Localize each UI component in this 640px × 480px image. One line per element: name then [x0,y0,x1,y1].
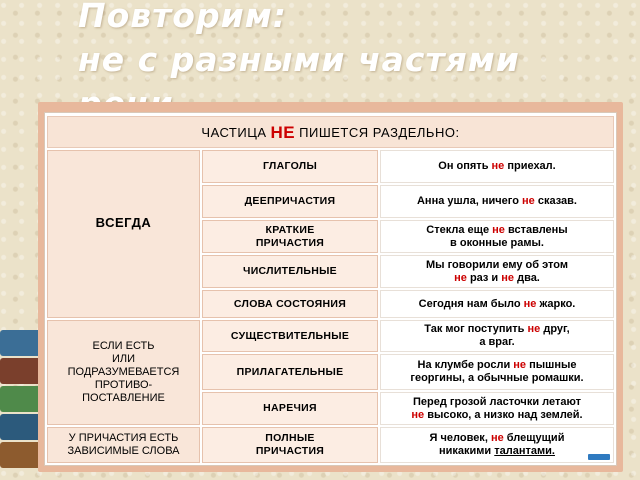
title-line-2: не с разными частями [78,40,520,79]
group-contrast-line-2: ИЛИ [111,353,136,365]
category-full-participles-line-2: ПРИЧАСТИЯ [255,445,325,457]
rule-table: ЧАСТИЦА НЕ ПИШЕТСЯ РАЗДЕЛЬНО: ВСЕГДА ЕСЛ… [45,113,616,465]
example-adverbial-participles: Анна ушла, ничего не сказав. [380,185,614,218]
particle-ne: не [522,195,535,207]
particle-ne: не [501,271,515,284]
example-state-words: Сегодня нам было не жарко. [380,290,614,318]
example-text: Сегодня нам было [418,297,521,310]
title-line-1: Повторим: [78,0,287,35]
category-adverbs: НАРЕЧИЯ [202,392,378,425]
example-text: жарко. [539,297,576,310]
example-text: Стекла еще [426,223,490,236]
group-contrast: ЕСЛИ ЕСТЬ ИЛИ ПОДРАЗУМЕВАЕТСЯ ПРОТИВО- П… [47,320,200,425]
header-text-post: ПИШЕТСЯ РАЗДЕЛЬНО: [299,124,460,140]
category-state-words: СЛОВА СОСТОЯНИЯ [202,290,378,318]
category-short-participles-line-2: ПРИЧАСТИЯ [255,236,325,249]
example-text: сказав. [537,195,577,207]
particle-ne: не [491,160,505,172]
example-text: На клумбе росли [417,359,511,371]
example-text: Он опять [438,160,489,172]
example-text: пышные [529,359,577,371]
nav-arrow-icon[interactable] [588,454,610,460]
example-adverbs: Перед грозой ласточки летают не высоко, … [380,392,614,425]
group-always: ВСЕГДА [47,150,200,318]
group-participle: У ПРИЧАСТИЯ ЕСТЬ ЗАВИСИМЫЕ СЛОВА [47,427,200,463]
example-full-participles: Я человек, не блещущий никакими талантам… [380,427,614,463]
example-text: Мы говорили ему об этом [426,258,568,271]
category-full-participles: ПОЛНЫЕ ПРИЧАСТИЯ [202,427,378,463]
category-nouns: СУЩЕСТВИТЕЛЬНЫЕ [202,320,378,352]
example-text: Перед грозой ласточки летают [413,395,581,408]
particle-ne: не [492,223,505,236]
category-numerals: ЧИСЛИТЕЛЬНЫЕ [202,255,378,288]
example-text: блещущий [506,432,565,444]
particle-ne: не [523,297,537,310]
example-verbs: Он опять не приехал. [380,150,614,183]
particle-ne: не [454,271,467,284]
group-contrast-line-5: ПОСТАВЛЕНИЕ [82,392,165,404]
example-text: Анна ушла, ничего [416,195,519,207]
example-numerals: Мы говорили ему об этом не раз и не два. [380,255,614,288]
particle-ne: не [411,408,425,421]
group-participle-line-2: ЗАВИСИМЫЕ СЛОВА [67,445,180,457]
category-short-participles: КРАТКИЕ ПРИЧАСТИЯ [202,220,378,253]
group-contrast-line-4: ПРОТИВО- [94,379,153,391]
example-text: Я человек, [429,432,488,444]
particle-ne: не [527,323,541,335]
group-always-label: ВСЕГДА [95,215,152,230]
example-short-participles: Стекла еще не вставлены в оконные рамы. [380,220,614,253]
example-text: друг, [543,323,570,335]
example-text: высоко, а низко над землей. [427,408,583,421]
example-text: Так мог поступить [424,323,525,335]
example-text: два. [517,271,540,284]
example-nouns: Так мог поступить не друг, а враг. [380,320,614,352]
example-text: георгины, а обычные ромашки. [410,372,584,384]
example-text: никакими [439,445,492,457]
example-text: в оконные рамы. [450,236,544,249]
table-header: ЧАСТИЦА НЕ ПИШЕТСЯ РАЗДЕЛЬНО: [47,116,614,148]
example-text: а враг. [479,336,515,348]
category-adjectives: ПРИЛАГАТЕЛЬНЫЕ [202,354,378,390]
particle-ne: не [490,432,504,444]
group-participle-line-1: У ПРИЧАСТИЯ ЕСТЬ [68,432,179,444]
group-contrast-line-3: ПОДРАЗУМЕВАЕТСЯ [67,366,180,378]
category-adverbial-participles: ДЕЕПРИЧАСТИЯ [202,185,378,218]
example-text: раз и [469,271,499,284]
category-short-participles-line-1: КРАТКИЕ [265,223,315,236]
particle-ne: не [513,359,527,371]
category-verbs: ГЛАГОЛЫ [202,150,378,183]
category-full-participles-line-1: ПОЛНЫЕ [265,432,315,444]
example-text: приехал. [507,160,556,172]
header-text-pre: ЧАСТИЦА [201,124,267,140]
example-adjectives: На клумбе росли не пышные георгины, а об… [380,354,614,390]
example-text: талантами. [494,445,555,457]
group-contrast-line-1: ЕСЛИ ЕСТЬ [92,340,155,352]
example-text: вставлены [507,223,568,236]
header-ne: НЕ [270,122,296,142]
